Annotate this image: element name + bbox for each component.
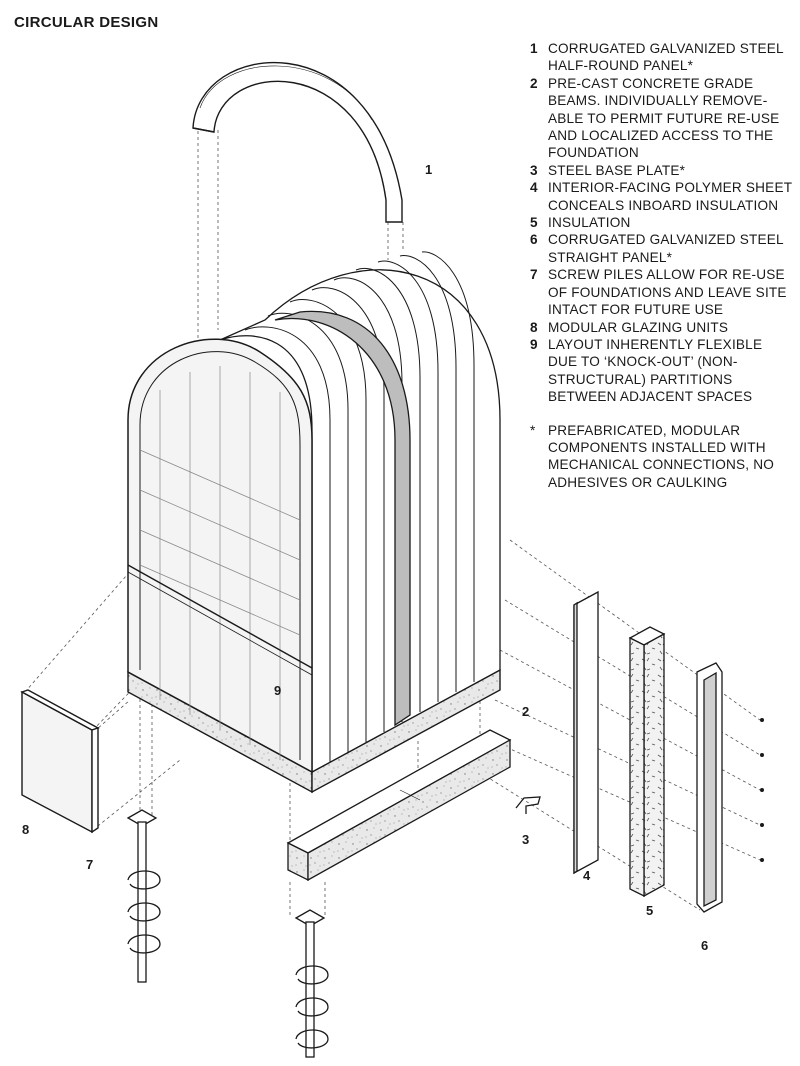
- footnote-mark: *: [530, 422, 536, 438]
- legend-number: 8: [530, 319, 538, 335]
- front-arch-face: [127, 338, 313, 774]
- legend-item-7: 7 SCREW PILES ALLOW FOR RE-USE OF FOUNDA…: [530, 266, 792, 318]
- legend-text: CORRUGATED GALVANIZED STEEL STRAIGHT PAN…: [548, 232, 784, 265]
- legend-item-6: 6 CORRUGATED GALVANIZED STEEL STRAIGHT P…: [530, 231, 792, 266]
- legend-number: 3: [530, 162, 538, 178]
- base-slab: [127, 668, 501, 794]
- legend-number: 4: [530, 180, 538, 196]
- legend-number: 9: [530, 336, 538, 352]
- screw-pile-right: [294, 909, 329, 1058]
- callout-6: 6: [701, 938, 708, 953]
- legend-text: PRE-CAST CONCRETE GRADE BEAMS. INDIVIDUA…: [548, 75, 780, 161]
- callout-7: 7: [86, 857, 93, 872]
- callout-4: 4: [583, 868, 591, 883]
- legend-text: CORRUGATED GALVANIZED STEEL HALF-ROUND P…: [548, 41, 784, 74]
- legend-number: 5: [530, 215, 538, 231]
- legend-number: 2: [530, 75, 538, 91]
- callout-8: 8: [22, 822, 29, 837]
- callout-2: 2: [522, 704, 529, 719]
- polymer-sheet: [573, 590, 599, 875]
- legend: 1 CORRUGATED GALVANIZED STEEL HALF-ROUND…: [530, 40, 792, 491]
- callout-9: 9: [274, 683, 281, 698]
- legend-item-8: 8 MODULAR GLAZING UNITS: [530, 319, 792, 336]
- page-title: CIRCULAR DESIGN: [14, 14, 159, 31]
- legend-number: 7: [530, 267, 538, 283]
- legend-item-5: 5 INSULATION: [530, 214, 792, 231]
- legend-text: INSULATION: [548, 215, 631, 231]
- legend-number: 6: [530, 232, 538, 248]
- legend-item-1: 1 CORRUGATED GALVANIZED STEEL HALF-ROUND…: [530, 40, 792, 75]
- steel-base-plate: [515, 796, 541, 814]
- legend-text: MODULAR GLAZING UNITS: [548, 319, 729, 335]
- legend-item-2: 2 PRE-CAST CONCRETE GRADE BEAMS. INDIVID…: [530, 75, 792, 162]
- legend-item-9: 9 LAYOUT INHERENTLY FLEXIBLE DUE TO ‘KNO…: [530, 336, 792, 406]
- legend-footnote: * PREFABRICATED, MODULAR COMPONENTS INST…: [530, 422, 792, 492]
- grade-beam: [286, 729, 512, 882]
- screw-pile-left: [126, 809, 161, 983]
- straight-panel: [696, 662, 723, 913]
- callout-3: 3: [522, 832, 529, 847]
- footnote-text: PREFABRICATED, MODULAR COMPONENTS INSTAL…: [548, 422, 774, 490]
- legend-text: INTERIOR-FACING POLYMER SHEET CONCEALS I…: [548, 180, 792, 213]
- legend-item-3: 3 STEEL BASE PLATE*: [530, 162, 792, 179]
- half-round-panel: [192, 61, 403, 223]
- legend-text: LAYOUT INHERENTLY FLEXIBLE DUE TO ‘KNOCK…: [548, 336, 763, 405]
- corrugated-body: [219, 251, 501, 774]
- insulation-panel: [628, 626, 666, 898]
- legend-text: SCREW PILES ALLOW FOR RE-USE OF FOUNDATI…: [548, 267, 787, 318]
- callout-5: 5: [646, 903, 653, 918]
- glazing-unit: [20, 689, 100, 834]
- legend-number: 1: [530, 41, 538, 56]
- callout-1: 1: [425, 162, 432, 177]
- projection-arrows: [760, 718, 764, 862]
- legend-text: STEEL BASE PLATE*: [548, 162, 686, 178]
- legend-item-4: 4 INTERIOR-FACING POLYMER SHEET CONCEALS…: [530, 179, 792, 214]
